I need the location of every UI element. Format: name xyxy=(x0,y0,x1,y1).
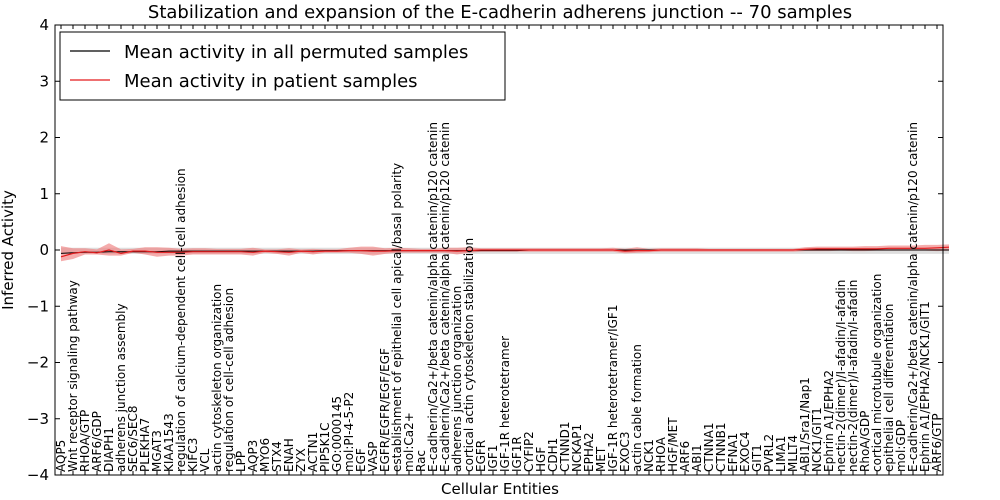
x-tick-label: nectin-2(dimer)/I-afadin/I-afadin xyxy=(846,280,860,472)
y-tick-label: 3 xyxy=(39,72,49,90)
x-tick-label: ARF6/GDP xyxy=(90,411,104,472)
y-tick-label: −4 xyxy=(27,466,49,484)
y-tick-label: 1 xyxy=(39,185,49,203)
x-tick-label: IGF1R xyxy=(510,436,524,472)
x-tick-label: Ephrin A1/EPHA2 xyxy=(822,370,836,472)
x-tick-label: regulation of calcium-dependent cell-cel… xyxy=(174,168,188,472)
x-tick-label: PVRL2 xyxy=(762,434,776,472)
x-tick-label: RHOA xyxy=(654,436,668,472)
x-tick-label: VASP xyxy=(366,441,380,472)
x-tick-label: CDH1 xyxy=(546,438,560,472)
legend-label-patient: Mean activity in patient samples xyxy=(124,71,418,92)
x-tick-label: KIFC3 xyxy=(186,438,200,472)
x-tick-label: EGFR/EGFR/EGF/EGF xyxy=(378,348,392,472)
y-tick-label: 4 xyxy=(39,16,49,34)
x-tick-label: LPP xyxy=(234,451,248,472)
x-tick-label: actin cytoskeleton organization xyxy=(210,284,224,472)
x-tick-label: cortical microtubule organization xyxy=(870,274,884,472)
x-tick-label: RHOA/GTP xyxy=(78,410,92,472)
x-axis-label: Cellular Entities xyxy=(441,480,559,498)
x-tick-label: ABI1 xyxy=(690,444,704,472)
x-tick-label: IGF1 xyxy=(486,445,500,472)
x-tick-label: EXOC4 xyxy=(738,432,752,473)
x-tick-label: epithelial cell differentiation xyxy=(882,304,896,472)
x-tick-label: nectin-2(dimer)/I-afadin/I-afadin xyxy=(834,280,848,472)
x-tick-label: IGF-1R heterotetramer xyxy=(498,336,512,472)
x-tick-label: ARF6 xyxy=(678,441,692,472)
x-tick-label: MGAT3 xyxy=(150,430,164,472)
x-tick-label: IGF-1R heterotetramer/IGF1 xyxy=(606,305,620,472)
x-tick-label: SEC6/SEC8 xyxy=(126,406,140,472)
x-tick-label: E-cadherin/Ca2+/beta catenin/alpha caten… xyxy=(438,122,452,472)
x-tick-label: EGF xyxy=(354,448,368,472)
x-tick-label: GIT1 xyxy=(750,444,764,472)
x-tick-label: mol:PI-4-5-P2 xyxy=(342,392,356,472)
x-tick-label: mol:GDP xyxy=(894,420,908,472)
x-tick-label: mol:Ca2+ xyxy=(402,412,416,472)
x-tick-label: NCK1 xyxy=(642,439,656,472)
x-tick-label: Ephrin A1/EPHA2/NCK1/GIT1 xyxy=(918,301,932,472)
x-tick-label: ACTN1 xyxy=(306,432,320,472)
x-tick-label: PLEKHA7 xyxy=(138,418,152,472)
x-tick-label: ARF6/GTP xyxy=(930,413,944,472)
legend: Mean activity in all permuted samples Me… xyxy=(59,31,506,101)
x-tick-label: ABI1/Sra1/Nap1 xyxy=(798,377,812,472)
x-tick-label: LIMA1 xyxy=(774,436,788,472)
x-tick-label: ENAH xyxy=(282,438,296,472)
x-tick-label: Wnt receptor signaling pathway xyxy=(66,280,80,472)
x-tick-label: ZYX xyxy=(294,448,308,472)
series-line-patient xyxy=(60,246,950,258)
x-tick-label: EGFR xyxy=(474,440,488,472)
x-tick-label: HGF/MET xyxy=(666,417,680,472)
x-tick-label: establishment of epithelial cell apical/… xyxy=(390,163,404,472)
x-tick-label: AQP5 xyxy=(54,440,68,472)
x-tick-label: actin cable formation xyxy=(630,344,644,472)
x-tick-label: adherens junction assembly xyxy=(114,303,128,472)
x-tick-label: regulation of cell-cell adhesion xyxy=(222,288,236,472)
x-tick-label: HGF xyxy=(534,447,548,472)
x-tick-label: CTNNA1 xyxy=(702,422,716,472)
x-tick-label: GO:0000145 xyxy=(330,396,344,472)
x-tick-label: KIAA1543 xyxy=(162,413,176,472)
legend-label-permuted: Mean activity in all permuted samples xyxy=(124,42,468,63)
x-tick-label: AQP3 xyxy=(246,440,260,472)
y-tick-label: 2 xyxy=(39,129,49,147)
x-tick-label: EPHA2 xyxy=(582,432,596,472)
x-tick-label: MET xyxy=(594,446,608,472)
x-tick-label: NCKAP1 xyxy=(570,424,584,472)
x-tick-label: E-cadherin/Ca2+/beta catenin/alpha caten… xyxy=(906,122,920,472)
legend-box xyxy=(59,31,506,101)
x-tick-label: CTNNB1 xyxy=(714,422,728,472)
x-tick-label: STX4 xyxy=(270,441,284,472)
x-tick-label: VCL xyxy=(198,448,212,472)
x-tick-label: RhoA/GDP xyxy=(858,411,872,472)
y-tick-label: 0 xyxy=(39,241,49,259)
x-tick-label: MYO6 xyxy=(258,438,272,472)
y-tick-label: −2 xyxy=(27,354,49,372)
chart-title: Stabilization and expansion of the E-cad… xyxy=(148,2,852,23)
x-tick-label: Rac xyxy=(414,450,428,472)
y-axis-label: Inferred Activity xyxy=(0,190,17,310)
x-tick-label: adherens junction organization xyxy=(450,286,464,472)
x-tick-label: cortical actin cytoskeleton stabilizatio… xyxy=(462,238,476,472)
y-tick-label: −3 xyxy=(27,410,49,428)
x-tick-label: DIAPH1 xyxy=(102,427,116,472)
x-tick-label: MLLT4 xyxy=(786,435,800,472)
x-tick-label: PIP5K1C xyxy=(318,422,332,472)
x-tick-label: EFNA1 xyxy=(726,433,740,472)
x-tick-label: EXOC3 xyxy=(618,432,632,473)
y-tick-label: −1 xyxy=(27,297,49,315)
x-tick-label: CTNND1 xyxy=(558,421,572,472)
x-tick-label: E-cadherin/Ca2+/beta catenin/alpha caten… xyxy=(426,122,440,472)
x-tick-label: CYFIP2 xyxy=(522,431,536,472)
x-tick-label: NCK1/GIT1 xyxy=(810,407,824,472)
